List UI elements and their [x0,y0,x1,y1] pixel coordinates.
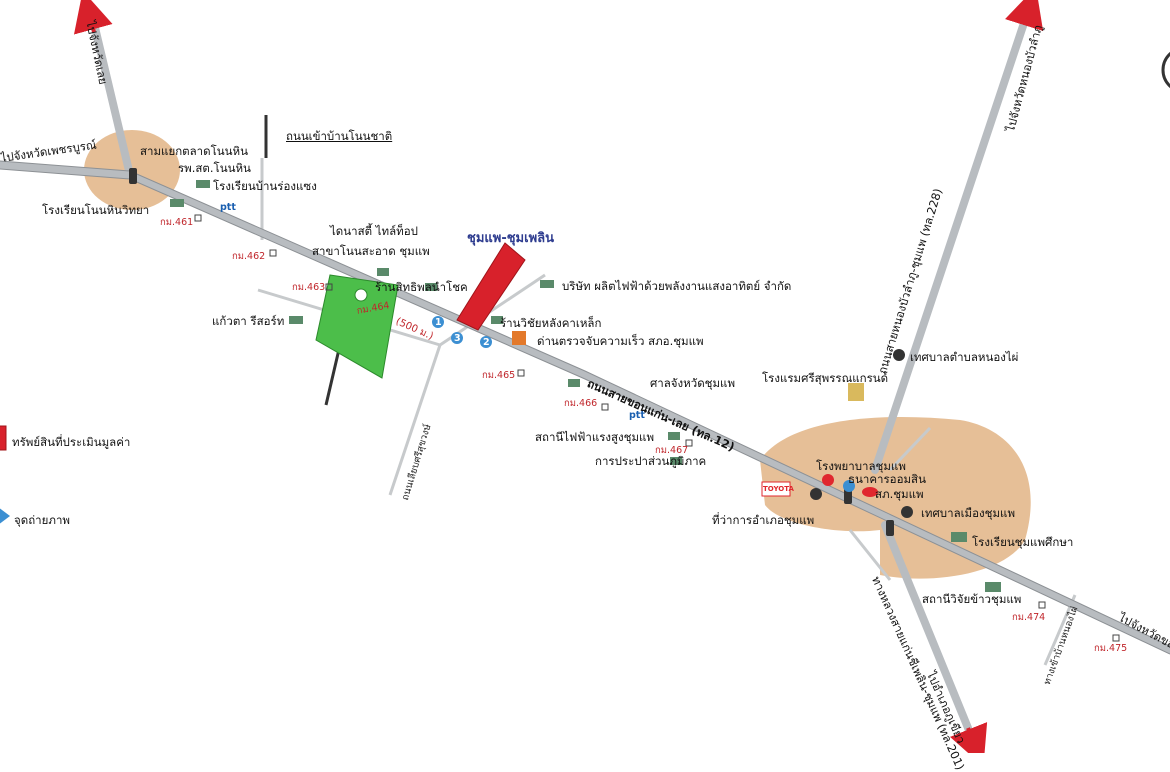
legend-subject-label: ทรัพย์สินที่ประเมินมูลค่า [12,435,131,449]
ptt-icon-1: ptt [220,202,236,213]
building-icons [170,180,1001,592]
place-nong-phai-municipality: เทศบาลตำบลหนองไผ่ [910,350,1019,364]
place-chum-phae-school: โรงเรียนชุมแพศึกษา [972,535,1074,549]
place-siri-phon-shop: ร้านสิทธิพลนำโชค [375,280,468,294]
km-463: กม.463 [292,282,326,293]
place-daynasty: ไดนาสตี้ ไทล์ท็อป [330,224,418,238]
place-solar-company: บริษัท ผลิตไฟฟ้าด้วยพลังงานแสงอาทิตย์ จำ… [562,279,792,293]
subject-parcel[interactable] [456,242,526,331]
legend-photo-label: จุดถ่ายภาพ [14,513,70,527]
legend-photo-icon [0,508,10,524]
green-parcel [315,274,399,379]
photo-points [432,316,492,348]
photo-point-1: 1 [435,317,442,328]
place-gsb-bank: ธนาคารออมสิน [848,472,926,486]
place-hv-station: สถานีไฟฟ้าแรงสูงชุมแพ [535,430,655,444]
km-475: กม.475 [1094,643,1128,654]
local-road-south [324,344,342,406]
traffic-light-icons [129,168,894,536]
place-chum-phae-hospital: โรงพยาบาลชุมแพ [816,459,906,473]
km-466: กม.466 [564,398,598,409]
place-speed-checkpoint: ด่านตรวจจับความเร็ว สภอ.ชุมแพ [537,334,704,348]
toyota-icon: TOYOTA [763,485,794,493]
landmark-icons [761,349,913,518]
km-474: กม.474 [1012,612,1046,623]
km-post-icons [194,214,1120,642]
place-chum-phae-police: สภ.ชุมแพ [875,487,924,501]
place-district-office: ที่ว่าการอำเภอชุมแพ [712,513,815,527]
place-ban-rong-saeng-school: โรงเรียนบ้านร่องแซง [213,179,317,193]
compass-icon [1161,51,1170,89]
photo-point-2: 2 [483,337,490,348]
place-sakha-non-sa-at: สาขาโนนสะอาด ชุมแพ [312,244,430,258]
place-wichai-steel: ร้านวิชัยหลังคาเหล็ก [500,316,602,330]
km-462: กม.462 [232,251,266,262]
place-hotel: โรงแรมศรีสุพรรณแกรนด์ [762,371,889,385]
photo-point-3: 3 [454,333,461,344]
place-provincial-court: ศาลจังหวัดชุมแพ [650,376,736,390]
place-rice-research: สถานีวิจัยข้าวชุมแพ [922,592,1022,606]
km-461: กม.461 [160,217,194,228]
subject-pin [354,288,368,302]
legend-subject-swatch [0,425,7,451]
main-roads [0,1,1170,749]
place-waterworks: การประปาส่วนภูมิภาค [595,454,707,468]
place-chum-phae-municipality: เทศบาลเมืองชุมแพ [921,506,1016,520]
map-canvas [0,0,1170,753]
place-non-hin-junction: สามแยกตลาดโนนหิน [140,144,248,158]
ptt-icon-2: ptt [629,410,645,421]
km-467: กม.467 [655,445,689,456]
place-kaew-ta-resort: แก้วตา รีสอร์ท [212,314,285,328]
checkpoint-icon [512,331,526,345]
direction-arrows [73,0,1044,753]
road-ban-non-chat: ถนนเข้าบ้านโนนชาติ [286,129,393,143]
km-465: กม.465 [482,370,516,381]
place-non-hin-school: โรงเรียนโนนหินวิทยา [42,203,150,217]
place-non-hin-hospital: รพ.สต.โนนหิน [178,161,251,175]
subject-label: ชุมแพ-ชุมเพลิน [467,231,554,246]
